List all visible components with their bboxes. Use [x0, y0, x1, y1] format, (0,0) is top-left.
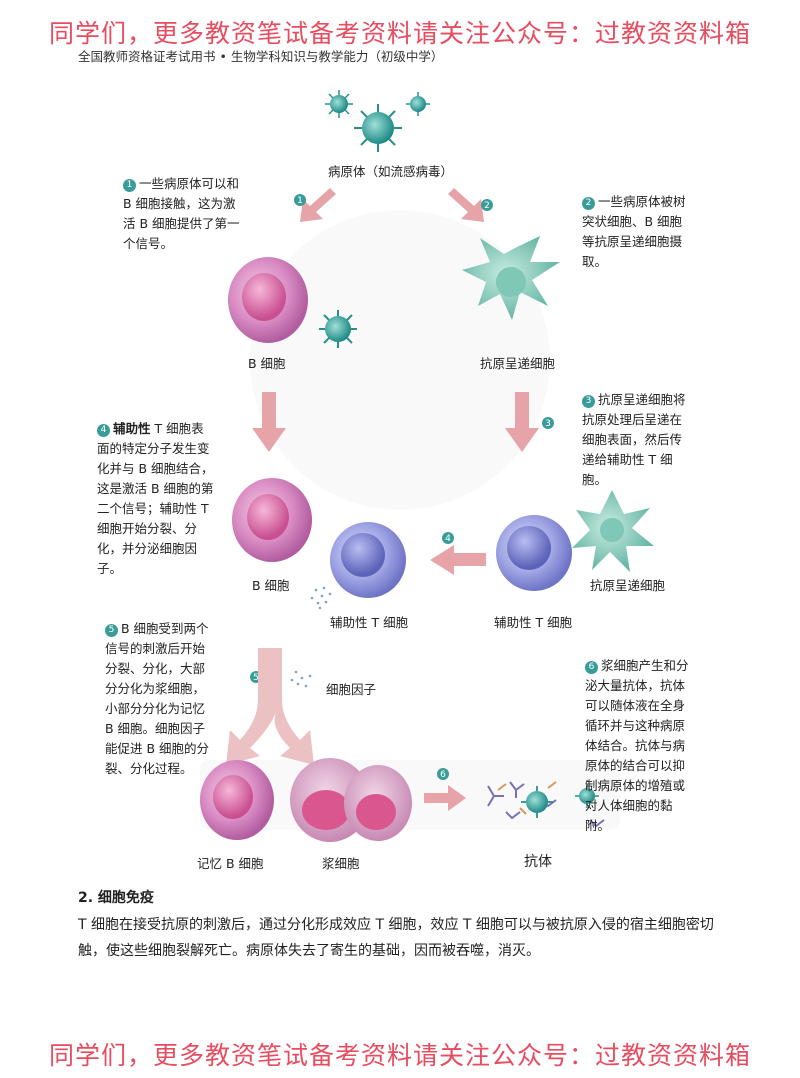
apc-middle: [572, 490, 654, 572]
step-3-marker: 3: [542, 417, 554, 429]
pathogen-virus-icon: [325, 90, 430, 152]
b-cell-top: [228, 257, 357, 348]
book-header: 全国教师资格证考试用书 • 生物学科知识与教学能力（初级中学）: [78, 49, 444, 64]
step-2-marker: 2: [481, 199, 493, 211]
svg-text:2: 2: [484, 201, 490, 211]
section-title: 2. 细胞免疫: [78, 890, 154, 906]
svg-text:6: 6: [440, 770, 446, 780]
b-cell-label-middle: B 细胞: [252, 578, 290, 593]
svg-text:1: 1: [297, 196, 303, 206]
plasma-cells: [290, 758, 412, 842]
arrow-to-b-cell: [300, 188, 336, 222]
b-cell-middle: [232, 478, 312, 562]
helper-t-cell-left: [330, 522, 406, 598]
arrow-b-cell-down: [252, 392, 286, 452]
plasma-cell-label: 浆细胞: [322, 856, 360, 871]
apc-label-top: 抗原呈递细胞: [480, 356, 556, 371]
note-5-number: 5: [105, 624, 118, 637]
helper-t-cell-right: [496, 515, 572, 591]
helper-t-label-right: 辅助性 T 细胞: [494, 615, 573, 630]
top-banner: 同学们，更多教资笔试备考资料请关注公众号：过教资资料箱: [48, 19, 751, 48]
step-4-marker: 4: [442, 532, 454, 544]
section-paragraph: T 细胞在接受抗原的刺激后，通过分化形成效应 T 细胞，效应 T 细胞可以与被抗…: [78, 917, 714, 959]
svg-text:3: 3: [545, 419, 551, 429]
step-6-marker: 6: [437, 768, 449, 780]
cytokine-dots-lower: [290, 670, 312, 688]
apc-top: [462, 236, 560, 320]
differentiation-arrow: [226, 648, 314, 765]
humoral-immunity-diagram: 1 2 3 4 5 6: [200, 90, 654, 842]
svg-text:5: 5: [253, 673, 259, 683]
note-4-number: 4: [97, 424, 110, 437]
note-1-number: 1: [123, 179, 136, 192]
neutralized-virus-icon: [521, 784, 599, 818]
memory-b-cell: [200, 760, 274, 840]
note-2-number: 2: [582, 197, 595, 210]
arrow-t-to-t: [430, 545, 486, 575]
bottom-banner: 同学们，更多教资笔试备考资料请关注公众号：过教资资料箱: [48, 1041, 751, 1070]
pathogen-label: 病原体（如流感病毒）: [328, 164, 454, 179]
svg-text:4: 4: [445, 534, 451, 544]
cytokine-label: 细胞因子: [326, 682, 377, 697]
note-3-number: 3: [582, 395, 595, 408]
antibody-label: 抗体: [524, 854, 552, 870]
note-6-number: 6: [585, 661, 598, 674]
cytokine-dots: [310, 586, 332, 610]
arrow-to-apc: [448, 188, 484, 222]
arrow-to-antibody: [424, 785, 466, 811]
memory-b-label: 记忆 B 细胞: [197, 856, 264, 871]
arrow-apc-down: [505, 392, 539, 452]
b-cell-label-top: B 细胞: [248, 356, 286, 371]
helper-t-label-left: 辅助性 T 细胞: [330, 615, 409, 630]
apc-label-middle: 抗原呈递细胞: [590, 578, 666, 593]
step-1-marker: 1: [294, 194, 306, 206]
